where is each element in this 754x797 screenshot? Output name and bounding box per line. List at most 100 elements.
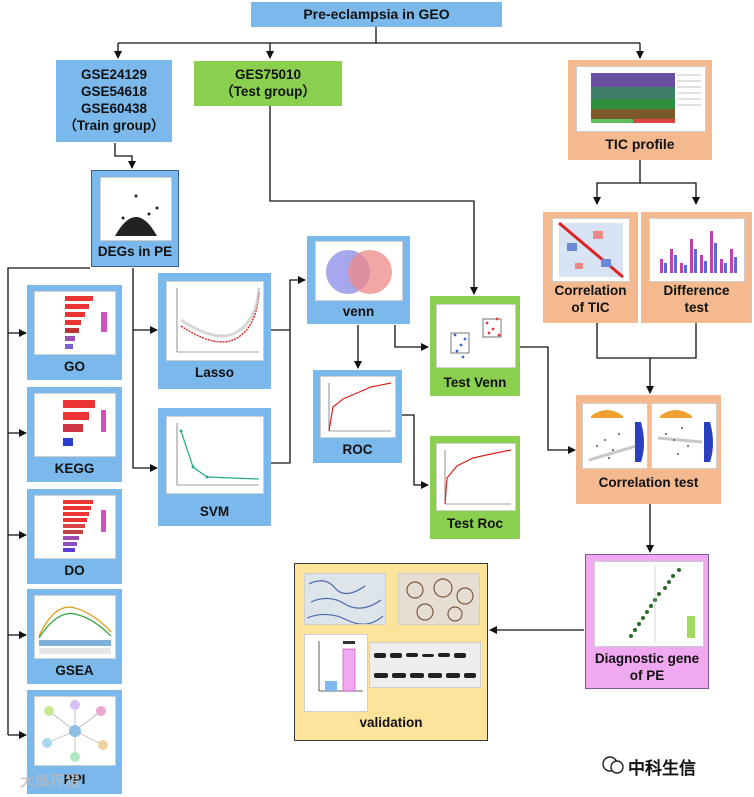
- correlation-test-label: Correlation test: [598, 475, 699, 490]
- validation-bar-thumb: [304, 634, 368, 712]
- validation-blot-thumb: [369, 642, 481, 688]
- test-line-2: （Test group）: [220, 84, 316, 99]
- tissue-stain-icon: [406, 578, 474, 622]
- arrow-svm-venn: [271, 330, 291, 464]
- kegg-thumb: [34, 393, 116, 457]
- difference-test-thumb: [649, 218, 745, 282]
- diagnostic-gene-box: Diagnostic gene of PE: [585, 554, 709, 689]
- scatter-density-icon: [657, 410, 713, 462]
- box-plot-icon: [450, 317, 502, 359]
- venn-box: venn: [307, 236, 410, 324]
- diagnostic-gene-label-1: Diagnostic gene: [594, 651, 700, 666]
- test-roc-label: Test Roc: [446, 516, 503, 531]
- tic-profile-box: TIC profile: [568, 60, 712, 160]
- lasso-curve-icon: [176, 287, 261, 353]
- grouped-bar-icon: [660, 231, 737, 273]
- correlation-tic-label-1: Correlation: [554, 283, 627, 298]
- roc-box: ROC: [313, 370, 402, 463]
- validation-ihc-thumb-1: [304, 573, 386, 625]
- correlation-test-thumb-1: [582, 403, 648, 469]
- arrow-tic-diff: [640, 182, 700, 205]
- degs-box: DEGs in PE: [91, 170, 179, 267]
- correlation-test-thumb-2: [651, 403, 717, 469]
- lasso-thumb: [166, 281, 264, 361]
- bar-plot-icon: [63, 500, 106, 552]
- validation-ihc-thumb-2: [398, 573, 480, 625]
- test-venn-box: Test Venn: [430, 296, 520, 396]
- forest-plot-icon: [629, 566, 695, 642]
- arrow-test-testvenn: [269, 106, 478, 295]
- degs-label: DEGs in PE: [97, 244, 173, 259]
- roc-curve-icon: [328, 382, 392, 432]
- svm-curve-icon: [176, 423, 260, 486]
- degs-thumb: [100, 177, 172, 241]
- correlation-tic-box: Correlation of TIC: [543, 212, 638, 323]
- train-group-box: GSE24129 GSE54618 GSE60438 （Train group）: [56, 60, 172, 142]
- correlation-tic-thumb: [552, 218, 630, 282]
- tissue-stain-icon: [306, 580, 384, 624]
- arrow-testvenn-corr: [520, 346, 576, 454]
- gsea-label: GSEA: [55, 663, 94, 678]
- test-group-box: GES75010 （Test group）: [194, 61, 342, 106]
- correlation-matrix-icon: [558, 221, 624, 279]
- svm-label: SVM: [199, 504, 230, 519]
- tic-profile-label: TIC profile: [605, 136, 675, 152]
- test-roc-thumb: [436, 443, 516, 511]
- difference-test-label-1: Difference: [663, 283, 730, 298]
- watermark-left: 大郎狩猎: [20, 772, 81, 790]
- arrow-venn-testvenn: [394, 325, 429, 351]
- correlation-test-box: Correlation test: [576, 395, 721, 504]
- volcano-plot-icon: [115, 194, 159, 236]
- go-box: GO: [27, 285, 122, 380]
- stacked-bar-icon: [591, 73, 701, 123]
- do-thumb: [34, 495, 116, 559]
- tic-profile-thumb: [576, 66, 706, 132]
- train-line-2: GSE54618: [80, 84, 148, 99]
- validation-label: validation: [359, 715, 423, 730]
- ppi-box: PPI: [27, 690, 122, 794]
- roc-curve-icon: [444, 449, 512, 505]
- kegg-label: KEGG: [54, 461, 95, 476]
- arrow-degs-lasso-svm: [132, 268, 158, 472]
- test-venn-thumb: [436, 304, 516, 368]
- kegg-box: KEGG: [27, 387, 122, 482]
- train-line-1: GSE24129: [80, 67, 148, 82]
- gsea-box: GSEA: [27, 589, 122, 684]
- train-line-4: （Train group）: [63, 118, 165, 133]
- ppi-thumb: [34, 696, 116, 766]
- do-label: DO: [64, 563, 85, 578]
- test-roc-box: Test Roc: [430, 436, 520, 539]
- arrow-join: [596, 323, 697, 359]
- watermark-right: 中科生信: [628, 759, 696, 779]
- train-line-3: GSE60438: [80, 101, 148, 116]
- validation-box: validation: [294, 563, 488, 741]
- enrichment-plot-icon: [38, 606, 112, 654]
- arrow-degs-branch: [7, 267, 90, 735]
- title-box: Pre-eclampsia in GEO: [251, 2, 502, 27]
- wechat-icon: [602, 756, 624, 774]
- test-line-1: GES75010: [234, 67, 302, 82]
- difference-test-box: Difference test: [641, 212, 752, 323]
- bar-chart-icon: [318, 641, 363, 692]
- arrow-lasso-venn: [271, 276, 306, 331]
- roc-thumb: [320, 376, 396, 438]
- diagnostic-gene-label-2: of PE: [629, 668, 665, 683]
- lasso-label: Lasso: [194, 365, 235, 380]
- arrow-roc-testroc: [400, 414, 429, 489]
- bar-plot-icon: [63, 400, 106, 446]
- do-box: DO: [27, 489, 122, 584]
- venn-diagram-icon: [326, 250, 392, 294]
- western-blot-icon: [370, 643, 480, 687]
- svm-box: SVM: [158, 408, 271, 526]
- test-venn-label: Test Venn: [443, 375, 507, 390]
- roc-label: ROC: [342, 442, 373, 457]
- bar-plot-icon: [65, 296, 107, 349]
- lasso-box: Lasso: [158, 273, 271, 389]
- ppi-label: PPI: [63, 772, 86, 787]
- venn-thumb: [315, 241, 403, 301]
- scatter-density-icon: [588, 410, 644, 462]
- difference-test-label-2: test: [684, 300, 709, 315]
- arrow-train-degs: [114, 143, 136, 169]
